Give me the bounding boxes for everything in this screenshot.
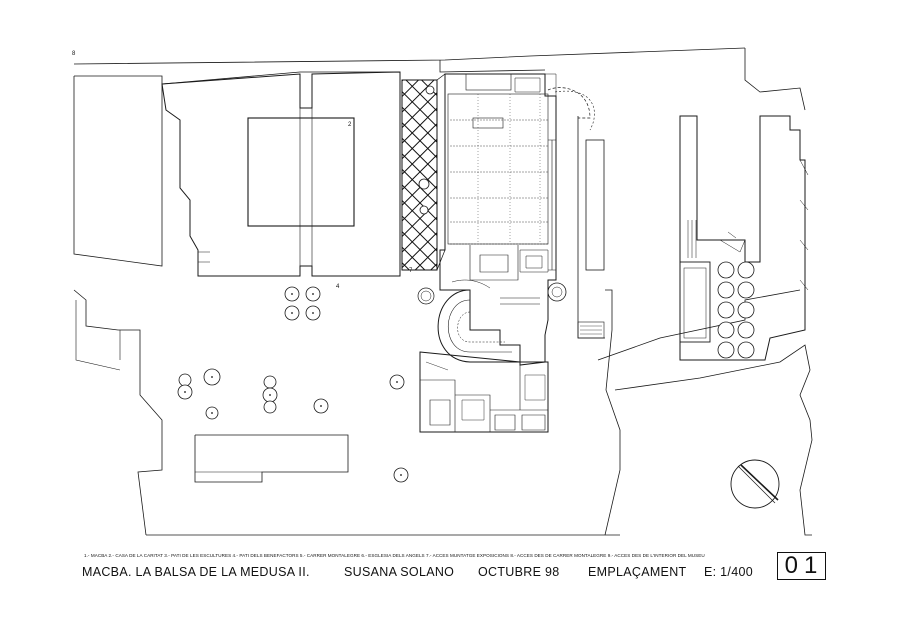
drum-ramp	[451, 279, 540, 305]
sheet-title: EMPLAÇAMENT	[588, 565, 687, 579]
macba-lower-rooms	[519, 249, 549, 273]
east-building-wing	[679, 261, 711, 343]
legend-text: 1.- MACBA 2.- CASA DE LA CARITAT 3.- PAT…	[84, 553, 705, 558]
east-building-stair	[687, 220, 697, 258]
macba-core	[465, 73, 512, 91]
block-edge-west-low	[73, 289, 163, 536]
corner-mark: 8	[72, 51, 76, 57]
gate-mark: 7	[409, 268, 413, 274]
drum-outer	[437, 289, 520, 363]
north-arrow	[730, 459, 780, 509]
drum-inner-2	[457, 311, 505, 343]
east-round-stair	[547, 282, 567, 302]
street-edge-north-inner	[74, 71, 400, 85]
macba-north-rooms	[514, 73, 557, 96]
tree-dots	[184, 293, 402, 476]
south-wing-outline	[419, 351, 549, 433]
caritat-inner-wall	[299, 74, 313, 266]
macba-dash-canopy	[554, 90, 595, 131]
sheet-number: 01	[777, 552, 826, 580]
far-east-edge-2	[614, 344, 813, 536]
east-tree-grid	[717, 261, 755, 359]
drawing-date: OCTUBRE 98	[478, 565, 560, 579]
macba-curved-entry	[547, 87, 591, 119]
south-block	[194, 434, 349, 483]
street-edge-north	[73, 47, 746, 65]
east-building-outline	[679, 115, 806, 361]
east-street-edge	[744, 48, 806, 111]
macba-east-ramp	[548, 139, 556, 271]
north-strip	[439, 60, 546, 73]
trees	[177, 85, 435, 483]
block-edge-west	[73, 76, 163, 267]
drawing-scale: E: 1/400	[704, 565, 753, 579]
lot-east-outline	[604, 289, 621, 536]
caritat-courtyard	[247, 117, 355, 227]
drum-small-circle-inner	[420, 290, 432, 302]
caritat-outline	[161, 71, 401, 277]
south-wing-detail	[425, 361, 546, 421]
drum-inner	[448, 299, 512, 353]
east-building-wing-inner	[683, 267, 707, 339]
macba-lower-core	[469, 245, 519, 281]
macba-gallery-lines	[450, 119, 548, 245]
title-block: MACBA. LA BALSA DE LA MEDUSA II. SUSANA …	[82, 565, 762, 583]
macba-service	[577, 321, 605, 339]
east-round-stair-inner	[551, 286, 563, 298]
far-east-edge	[597, 289, 801, 361]
east-building-steps	[719, 231, 746, 253]
macba-east-wall	[577, 116, 605, 339]
east-building-edge	[799, 159, 809, 291]
author-name: SUSANA SOLANO	[344, 565, 455, 579]
macba-outline	[439, 73, 557, 366]
benefactors-lattice	[401, 79, 438, 271]
macba-east-wing	[585, 139, 605, 271]
south-wing-rooms	[420, 362, 548, 432]
lattice-edge	[436, 73, 446, 271]
building-mark: 2	[348, 122, 352, 128]
caritat-step	[198, 251, 210, 263]
macba-stair	[472, 117, 504, 129]
drum-small-circle	[417, 287, 435, 305]
project-title: MACBA. LA BALSA DE LA MEDUSA II.	[82, 565, 310, 579]
macba-column-lines	[477, 94, 541, 244]
macba-stair-lines	[580, 325, 602, 335]
macba-hall	[447, 93, 549, 245]
low-block-edge	[75, 300, 121, 371]
patio-mark: 4	[336, 284, 340, 290]
